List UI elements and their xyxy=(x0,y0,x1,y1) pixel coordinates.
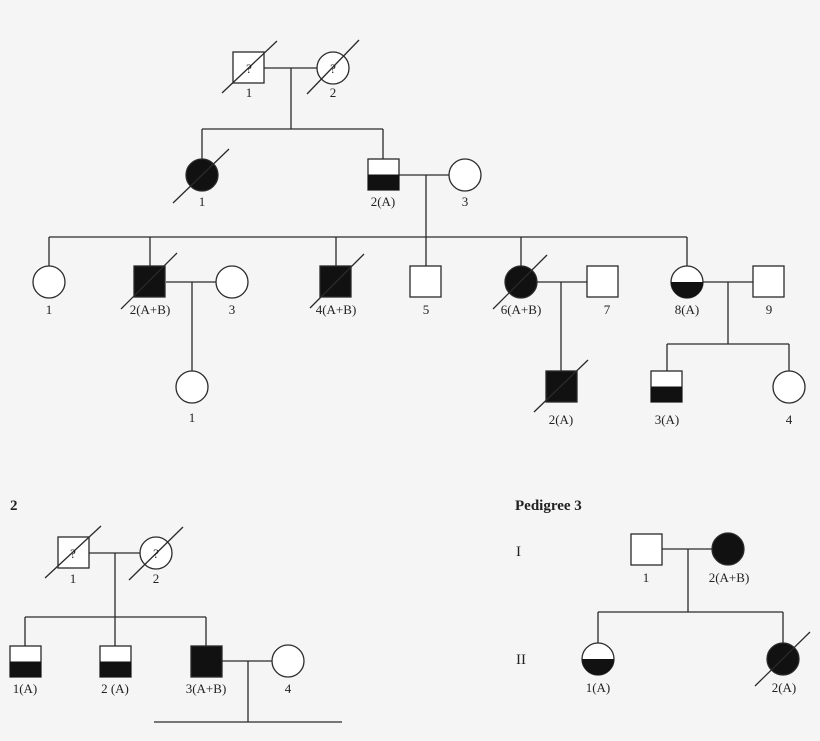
pedigree-3-title: Pedigree 3 xyxy=(515,498,582,514)
deceased-slash xyxy=(120,252,178,310)
deceased-slash xyxy=(309,253,365,309)
pedigree-2-labels: ? ? 1 2 1(A) 2 (A) 3(A+B) 4 xyxy=(13,546,292,696)
individual-label: 6(A+B) xyxy=(501,302,542,317)
unknown-mark: ? xyxy=(330,61,336,76)
deceased-slash xyxy=(492,254,548,310)
carrier-half-fill xyxy=(651,386,682,402)
female-unaffected-symbol xyxy=(215,265,249,299)
individual-label: 2 xyxy=(153,571,160,586)
female-unaffected-symbol xyxy=(175,370,209,404)
pedigree-2-title: 2 xyxy=(10,498,18,514)
pedigree-1-labels: ? ? 1 2 1 2(A) 3 1 2(A+B) 3 4(A+B) 5 6(A… xyxy=(46,61,793,427)
deceased-slash xyxy=(221,40,278,94)
female-affected-symbol xyxy=(711,532,745,566)
individual-label: 5 xyxy=(423,302,430,317)
male-unaffected-symbol xyxy=(409,265,442,298)
individual-label: 3(A+B) xyxy=(186,681,227,696)
carrier-half-fill xyxy=(100,661,131,677)
individual-label: 3 xyxy=(462,194,469,209)
unknown-mark: ? xyxy=(246,61,252,76)
individual-label: 1 xyxy=(643,570,650,585)
carrier-half-fill xyxy=(10,661,41,677)
carrier-half-fill xyxy=(368,174,399,190)
unknown-mark: ? xyxy=(153,546,159,561)
individual-label: 1(A) xyxy=(13,681,38,696)
deceased-slash xyxy=(306,39,360,95)
deceased-slash xyxy=(754,631,811,687)
carrier-half-fill xyxy=(671,282,703,298)
individual-label: 1 xyxy=(70,571,77,586)
individual-label: 4 xyxy=(285,681,292,696)
male-unaffected-symbol xyxy=(630,533,663,566)
carrier-half-fill xyxy=(582,659,614,675)
individual-label: 1 xyxy=(46,302,53,317)
male-unaffected-symbol xyxy=(752,265,785,298)
male-affected-symbol xyxy=(190,645,223,678)
deceased-slash xyxy=(533,359,589,413)
individual-label: 2(A) xyxy=(371,194,396,209)
generation-label: I xyxy=(516,544,521,560)
individual-label: 1(A) xyxy=(586,680,611,695)
individual-label: 4(A+B) xyxy=(316,302,357,317)
pedigree-3-labels: 1 2(A+B) 1(A) 2(A) xyxy=(586,570,797,695)
individual-label: 3(A) xyxy=(655,412,680,427)
male-unaffected-symbol xyxy=(586,265,619,298)
generation-label: II xyxy=(516,652,526,668)
individual-label: 2(A+B) xyxy=(709,570,750,585)
pedigree-3 xyxy=(581,532,811,687)
male-affected-symbol xyxy=(319,265,352,298)
individual-label: 3 xyxy=(229,302,236,317)
deceased-slash xyxy=(172,148,230,204)
pedigree-1 xyxy=(32,39,806,413)
deceased-slash xyxy=(44,525,102,579)
individual-label: 7 xyxy=(604,302,611,317)
pedigree-2 xyxy=(9,525,342,723)
individual-label: 1 xyxy=(189,410,196,425)
individual-label: 1 xyxy=(246,85,253,100)
male-affected-symbol xyxy=(133,265,166,298)
female-unaffected-symbol xyxy=(32,265,66,299)
individual-label: 2(A) xyxy=(772,680,797,695)
unknown-mark: ? xyxy=(70,546,76,561)
female-unaffected-symbol xyxy=(271,644,305,678)
individual-label: 9 xyxy=(766,302,773,317)
deceased-slash xyxy=(128,526,184,581)
individual-label: 1 xyxy=(199,194,206,209)
female-affected-symbol xyxy=(504,265,538,299)
individual-label: 4 xyxy=(786,412,793,427)
individual-label: 8(A) xyxy=(675,302,700,317)
individual-label: 2 xyxy=(330,85,337,100)
individual-label: 2(A) xyxy=(549,412,574,427)
individual-label: 2 (A) xyxy=(101,681,129,696)
female-unaffected-symbol xyxy=(448,158,482,192)
female-unaffected-symbol xyxy=(772,370,806,404)
individual-label: 2(A+B) xyxy=(130,302,171,317)
